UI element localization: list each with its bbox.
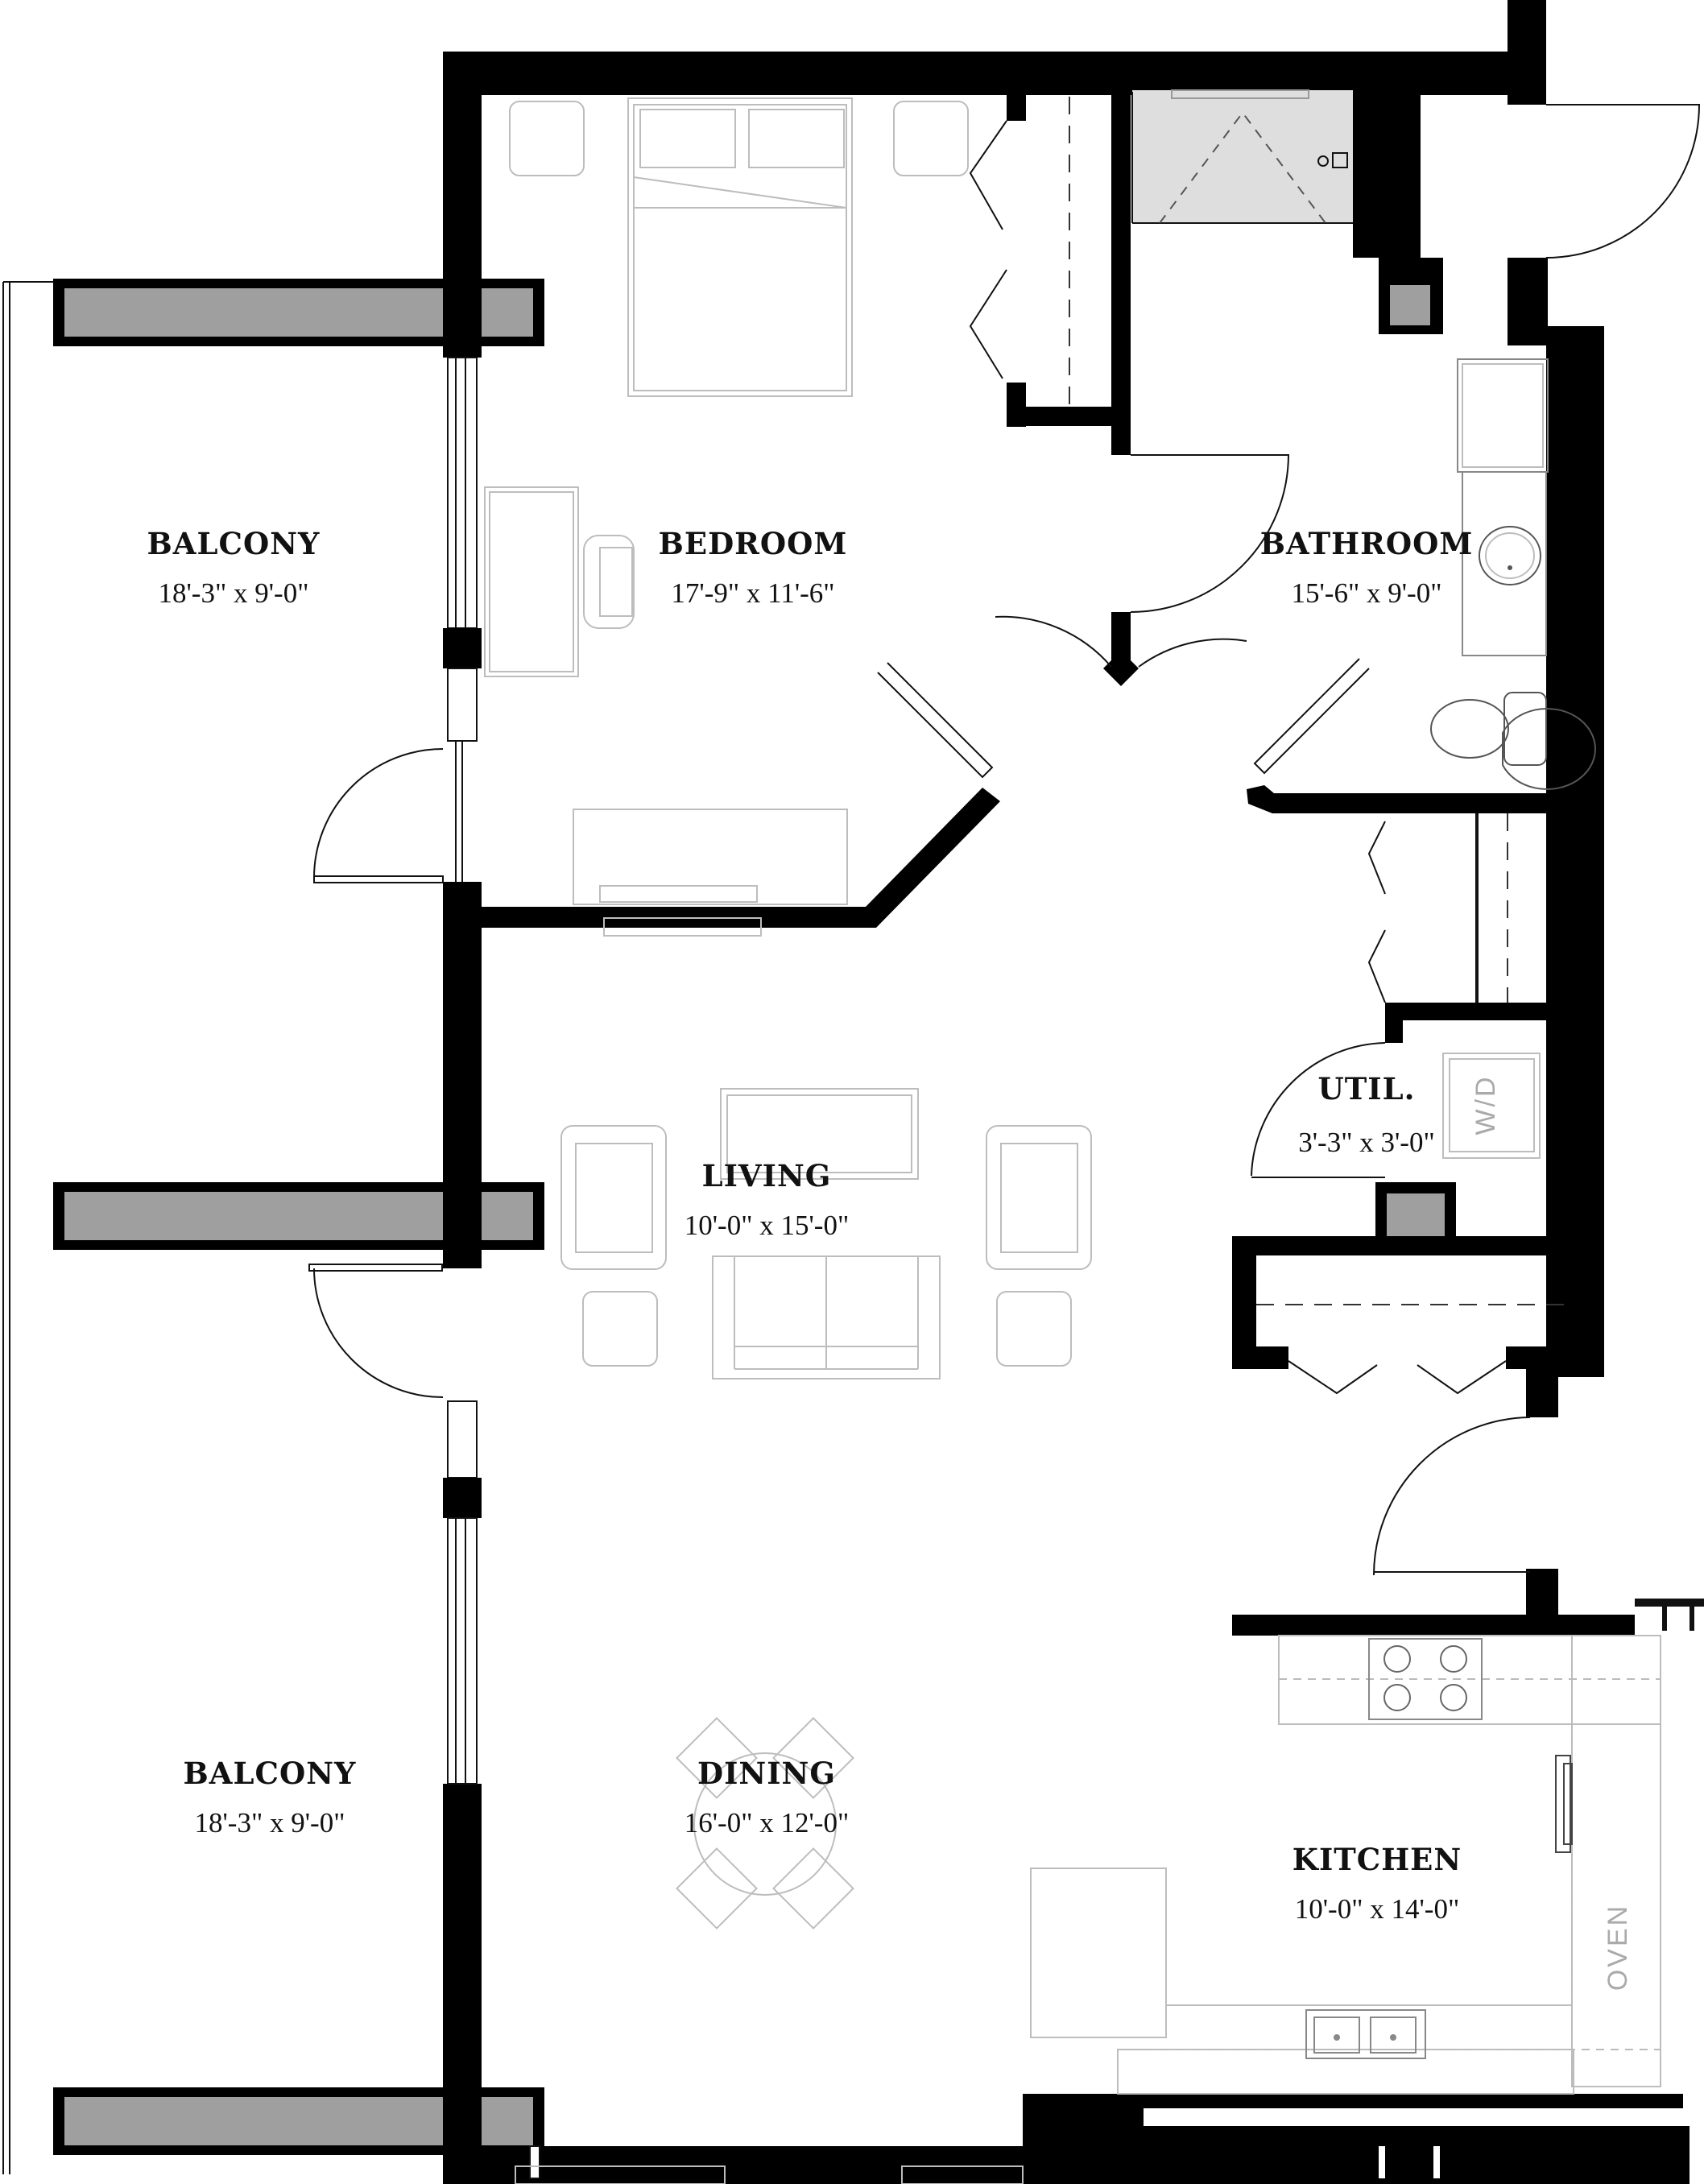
dining-dims: 16'-0" x 12'-0": [684, 1807, 850, 1839]
washer-dryer: [1442, 1053, 1541, 1159]
balcony-slabs: [2, 279, 544, 2174]
windows: [445, 357, 1440, 2179]
bathroom-dims: 15'-6" x 9'-0": [1292, 577, 1442, 609]
bath-fixtures: [1430, 358, 1596, 790]
dining-furniture: [676, 1717, 854, 1930]
util-name: UTIL.: [1317, 1071, 1415, 1106]
bedroom-name: BEDROOM: [659, 526, 848, 561]
room-labels: BALCONY 18'-3" x 9'-0" BEDROOM 17'-9" x …: [147, 526, 1633, 1991]
walls: [443, 0, 1704, 2184]
shower: [1131, 89, 1353, 224]
closet-rods: [1069, 97, 1569, 1305]
balcony-top-dims: 18'-3" x 9'-0": [159, 577, 309, 609]
balcony-bottom-dims: 18'-3" x 9'-0": [195, 1807, 345, 1839]
doors: [308, 104, 1701, 1576]
dining-name: DINING: [697, 1756, 836, 1791]
living-dims: 10'-0" x 15'-0": [684, 1210, 850, 1241]
living-name: LIVING: [702, 1158, 832, 1193]
bedroom-furniture: [484, 97, 969, 937]
washer-dryer-label: W/D: [1470, 1074, 1501, 1135]
balcony-bottom-name: BALCONY: [184, 1756, 357, 1791]
util-dims: 3'-3" x 3'-0": [1298, 1127, 1435, 1158]
kitchen: [515, 1635, 1661, 2184]
living-furniture: [560, 1088, 1092, 1379]
balcony-top-name: BALCONY: [147, 526, 321, 561]
oven-label: OVEN: [1603, 1904, 1633, 1991]
kitchen-dims: 10'-0" x 14'-0": [1295, 1893, 1460, 1925]
kitchen-name: KITCHEN: [1292, 1842, 1462, 1877]
bedroom-dims: 17'-9" x 11'-6": [671, 577, 834, 609]
bathroom-name: BATHROOM: [1260, 526, 1474, 561]
